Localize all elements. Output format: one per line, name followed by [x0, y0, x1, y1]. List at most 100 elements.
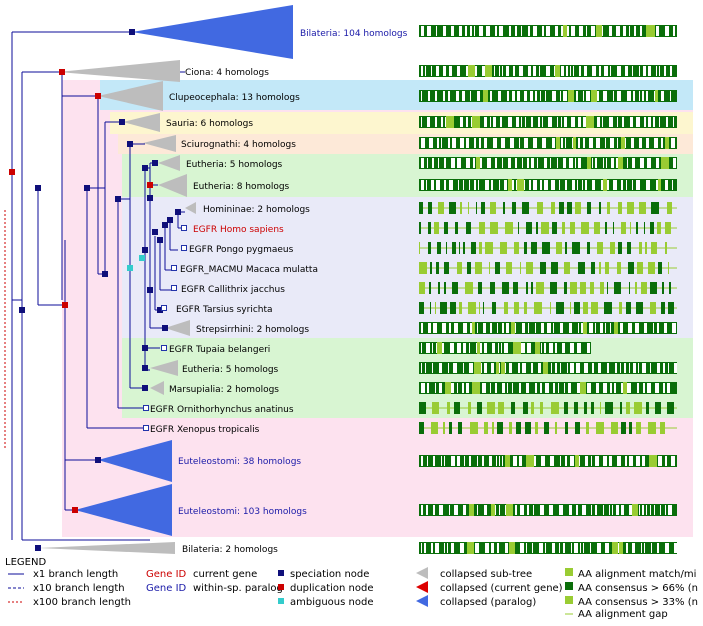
- node-label: Ciona: 4 homologs: [185, 68, 269, 78]
- alignment-light: [621, 137, 625, 149]
- alignment-gap: [610, 383, 612, 393]
- alignment-gap: [617, 138, 618, 148]
- alignment-gap: [500, 117, 502, 127]
- alignment-gap: [530, 91, 533, 101]
- alignment-gap: [646, 91, 648, 101]
- tree-node: [9, 169, 15, 175]
- alignment-gap: [443, 66, 446, 76]
- alignment-gap: [617, 91, 621, 101]
- alignment-gap: [629, 26, 630, 36]
- alignment-gap: [602, 117, 603, 127]
- alignment-gap: [437, 138, 439, 148]
- legend-ambiguous-label: ambiguous node: [290, 597, 373, 608]
- alignment-block: [572, 242, 580, 254]
- alignment-block: [419, 282, 425, 294]
- alignment-block: [581, 222, 589, 234]
- node-label: Bilateria: 104 homologs: [300, 29, 408, 39]
- alignment-gap: [636, 456, 640, 466]
- alignment-gap: [485, 180, 489, 190]
- alignment-gap: [533, 180, 537, 190]
- alignment-gap: [522, 158, 523, 168]
- alignment-gap: [595, 323, 596, 333]
- alignment-gap: [483, 323, 486, 333]
- alignment-block: [465, 282, 473, 294]
- alignment-block: [459, 302, 462, 314]
- alignment-block: [419, 402, 426, 414]
- alignment-gap: [528, 66, 531, 76]
- alignment-gap: [519, 456, 522, 466]
- alignment-gap: [519, 66, 523, 76]
- alignment-gap: [427, 158, 428, 168]
- alignment-gap: [585, 456, 588, 466]
- legend-aa-match-label: AA alignment match/mi: [578, 569, 696, 580]
- alignment-gap: [489, 456, 492, 466]
- alignment-block: [490, 282, 495, 294]
- alignment-gap: [621, 383, 624, 393]
- alignment-gap: [591, 456, 592, 466]
- alignment-gap: [493, 138, 497, 148]
- alignment-block: [650, 302, 656, 314]
- alignment-gap: [502, 158, 503, 168]
- alignment-gap: [567, 363, 568, 373]
- alignment-light: [506, 504, 513, 516]
- leaf-marker: [143, 425, 149, 431]
- alignment-gap: [457, 383, 458, 393]
- alignment-bars: [419, 25, 678, 554]
- alignment-block: [430, 262, 432, 274]
- alignment-gap: [640, 26, 642, 36]
- alignment-gap: [578, 158, 581, 168]
- alignment-block: [590, 282, 594, 294]
- alignment-gap: [535, 91, 537, 101]
- alignment-block: [468, 402, 471, 414]
- alignment-block: [489, 262, 490, 274]
- alignment-gap: [632, 180, 633, 190]
- alignment-gap: [664, 66, 666, 76]
- alignment-gap: [656, 158, 659, 168]
- alignment-gap: [521, 117, 522, 127]
- alignment-gap: [484, 117, 487, 127]
- alignment-light: [483, 90, 488, 102]
- alignment-block: [669, 282, 671, 294]
- alignment-gap: [466, 383, 469, 393]
- alignment-gap: [578, 117, 581, 127]
- alignment-block: [564, 262, 570, 274]
- alignment-block: [574, 402, 578, 414]
- alignment-block: [511, 402, 515, 414]
- alignment-gap: [664, 323, 667, 333]
- alignment-light: [661, 157, 669, 169]
- alignment-gap: [615, 363, 617, 373]
- alignment-block: [518, 222, 519, 234]
- alignment-gap: [433, 456, 435, 466]
- tree-node: [127, 265, 133, 271]
- alignment-gap: [638, 363, 639, 373]
- tree-node: [72, 507, 78, 513]
- alignment-gap: [535, 383, 537, 393]
- node-label: Eutheria: 8 homologs: [193, 182, 290, 192]
- alignment-gap: [435, 383, 436, 393]
- alignment-gap: [527, 343, 531, 353]
- alignment-block: [667, 402, 674, 414]
- alignment-block: [438, 282, 440, 294]
- alignment-gap: [610, 138, 614, 148]
- tree-node: [142, 385, 148, 391]
- node-label: Strepsirrhini: 2 homologs: [196, 325, 309, 335]
- alignment-gap: [671, 456, 675, 466]
- alignment-gap: [565, 456, 567, 466]
- alignment-gap: [485, 543, 489, 553]
- alignment-light: [618, 157, 623, 169]
- alignment-gap: [449, 323, 451, 333]
- alignment-gap: [612, 505, 613, 515]
- alignment-gap: [548, 117, 552, 127]
- node-label: Euteleostomi: 103 homologs: [178, 507, 307, 517]
- alignment-gap: [521, 26, 522, 36]
- alignment-gap: [604, 66, 608, 76]
- alignment-block: [479, 302, 480, 314]
- tree-node: [115, 196, 121, 202]
- alignment-gap: [570, 66, 571, 76]
- alignment-block: [476, 202, 477, 214]
- alignment-gap: [632, 66, 633, 76]
- alignment-gap: [425, 66, 426, 76]
- alignment-gap: [462, 91, 465, 101]
- alignment-gap: [466, 66, 469, 76]
